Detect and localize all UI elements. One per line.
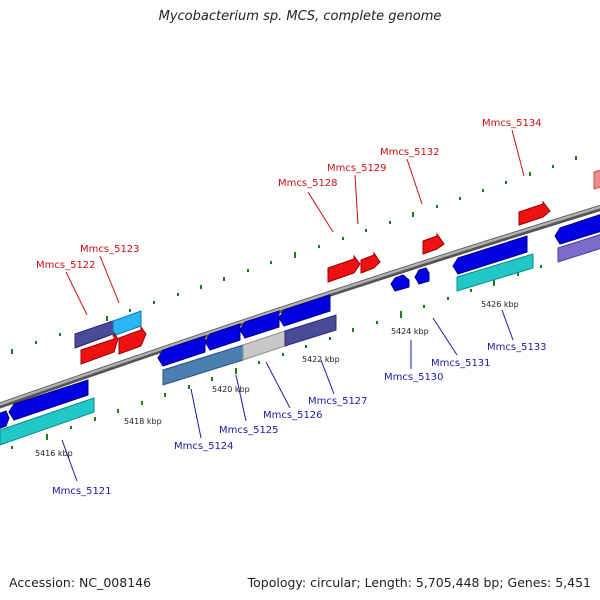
gene-5121-b — [8, 379, 89, 421]
forward-tick-row — [11, 156, 577, 354]
gene-5124 — [157, 335, 206, 367]
gene-offscreen-blue — [554, 214, 600, 245]
label-mmcs-5123: Mmcs_5123 — [80, 244, 140, 255]
gene-5131 — [414, 267, 430, 285]
kbp-label: 5418 kbp — [124, 417, 162, 426]
kbp-label: 5426 kbp — [481, 300, 519, 309]
label-mmcs-5127: Mmcs_5127 — [308, 396, 368, 407]
gene-5123 — [112, 310, 142, 337]
reverse-gene-labels: Mmcs_5121 Mmcs_5124 Mmcs_5125 Mmcs_5126 … — [52, 342, 547, 497]
label-mmcs-5128: Mmcs_5128 — [278, 178, 338, 189]
kbp-label: 5424 kbp — [391, 327, 429, 336]
label-mmcs-5134: Mmcs_5134 — [482, 118, 542, 129]
gene-5127 — [278, 294, 331, 327]
label-mmcs-5124: Mmcs_5124 — [174, 441, 234, 452]
gene-5126 — [239, 310, 280, 339]
label-leaders — [61, 129, 525, 482]
label-mmcs-5122: Mmcs_5122 — [36, 260, 96, 271]
kbp-label: 5422 kbp — [302, 355, 340, 364]
forward-gene-labels: Mmcs_5122 Mmcs_5123 Mmcs_5128 Mmcs_5129 … — [36, 118, 542, 271]
gene-5130 — [390, 274, 410, 292]
label-mmcs-5130: Mmcs_5130 — [384, 372, 444, 383]
gene-5133 — [452, 235, 528, 275]
gene-5123-red — [118, 325, 147, 355]
gene-offscreen-lavender — [557, 234, 600, 263]
label-mmcs-5133: Mmcs_5133 — [487, 342, 547, 353]
map-title: Mycobacterium sp. MCS, complete genome — [158, 9, 442, 24]
kbp-label: 5420 kbp — [212, 385, 250, 394]
label-mmcs-5132: Mmcs_5132 — [380, 147, 440, 158]
gene-5121-cyan — [0, 397, 95, 446]
label-mmcs-5125: Mmcs_5125 — [219, 425, 279, 436]
kbp-label: 5416 kbp — [35, 449, 73, 458]
gene-5122-red — [80, 331, 119, 365]
position-labels: 5416 kbp 5418 kbp 5420 kbp 5422 kbp 5424… — [35, 300, 519, 458]
label-mmcs-5126: Mmcs_5126 — [263, 410, 323, 421]
gene-5129 — [360, 251, 381, 274]
gene-5128 — [327, 254, 361, 283]
forward-gene-features — [74, 169, 600, 365]
gene-offscreen-red — [593, 169, 600, 190]
gene-5133-cyan — [456, 253, 534, 292]
gene-5132 — [422, 232, 445, 255]
accession-text: Accession: NC_008146 — [9, 575, 152, 590]
label-mmcs-5131: Mmcs_5131 — [431, 358, 491, 369]
gene-5121-a — [0, 410, 10, 429]
gene-5134 — [518, 200, 551, 226]
genome-backbone — [0, 204, 600, 409]
genome-summary-text: Topology: circular; Length: 5,705,448 bp… — [247, 575, 591, 590]
label-mmcs-5121: Mmcs_5121 — [52, 486, 112, 497]
reverse-gene-features — [0, 214, 600, 446]
label-mmcs-5129: Mmcs_5129 — [327, 163, 387, 174]
gene-5125 — [204, 323, 241, 351]
gene-5126-navy — [284, 314, 337, 347]
